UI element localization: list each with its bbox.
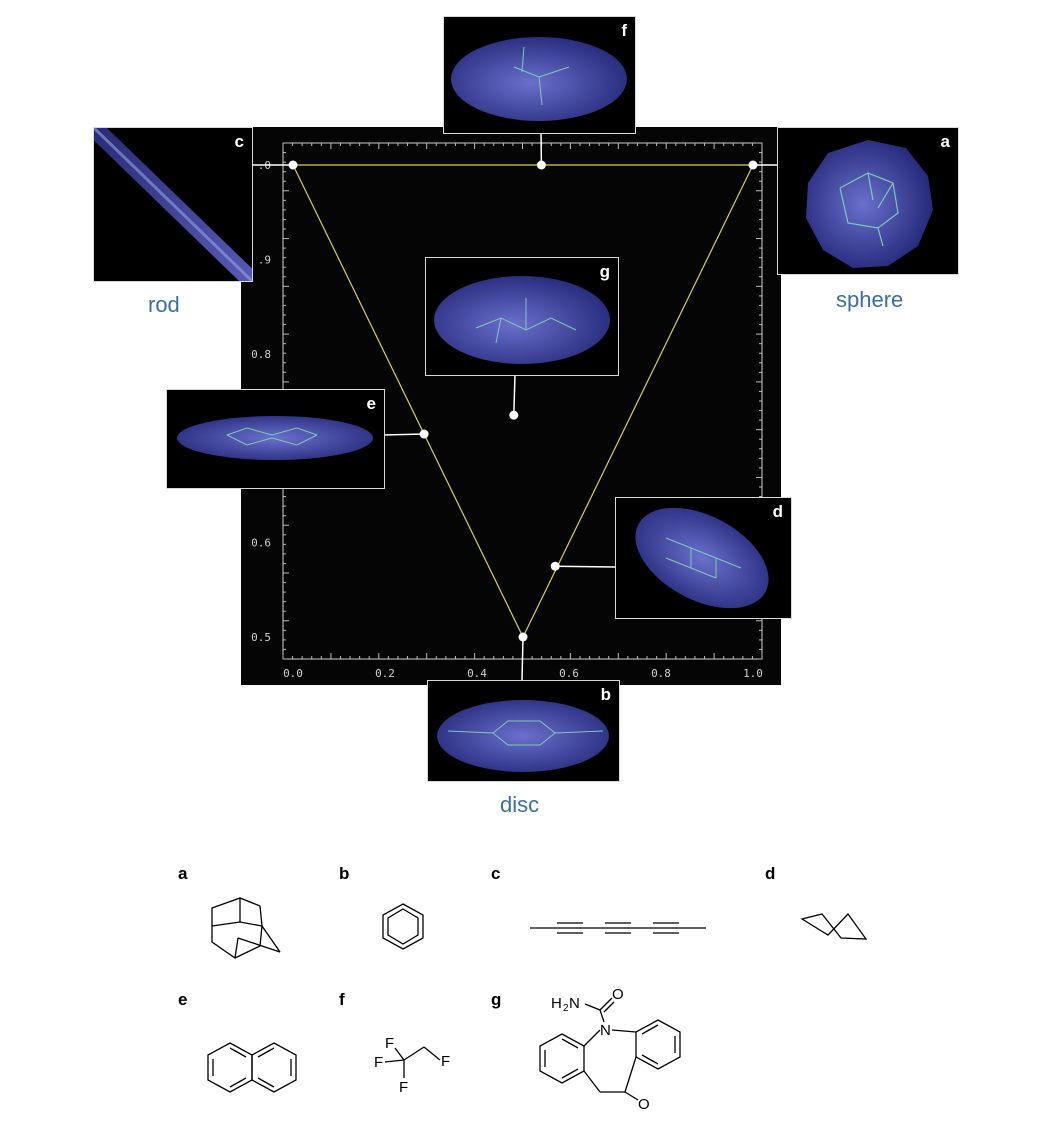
label-disc: disc	[500, 792, 540, 817]
atom-n-ring: N	[600, 1022, 611, 1039]
oxcarbazepine-structure	[539, 997, 681, 1101]
label-rod: rod	[148, 292, 180, 317]
adamantane-structure	[211, 897, 281, 959]
connector-e	[382, 433, 425, 436]
inset-label-b: b	[600, 685, 611, 704]
data-point-f	[536, 160, 546, 170]
pmi-triangle	[292, 164, 754, 639]
atom-f3: F	[399, 1079, 409, 1096]
x-tick-label: 0.8	[651, 667, 671, 680]
hexatriyne-structure	[530, 922, 706, 934]
atom-subscript-2: 2	[563, 1003, 569, 1014]
atom-o-ketone: O	[638, 1096, 650, 1113]
y-tick-label: 0.6	[251, 537, 271, 550]
struct-label-b: b	[339, 864, 350, 883]
data-point-g	[509, 410, 519, 420]
disc-ellipsoid-render	[437, 700, 609, 772]
connector-b	[521, 636, 524, 681]
connector-d	[555, 565, 616, 568]
label-sphere: sphere	[836, 287, 904, 312]
y-tick-label: .9	[258, 253, 271, 266]
struct-label-e: e	[178, 990, 188, 1009]
g-ellipsoid-render	[434, 276, 610, 364]
inset-b-disc: b	[427, 680, 620, 782]
atom-n-amide: N	[569, 995, 580, 1012]
sphere-ellipsoid-render	[806, 140, 933, 268]
data-point-d	[550, 561, 560, 571]
benzene-structure	[382, 903, 424, 950]
struct-label-a: a	[178, 864, 188, 883]
inset-label-g: g	[599, 262, 610, 281]
atom-o-amide: O	[612, 986, 624, 1003]
y-tick-label: 0.5	[251, 631, 271, 644]
struct-label-g: g	[491, 990, 502, 1009]
atom-f1: F	[385, 1035, 395, 1052]
naphthalene-structure	[207, 1042, 297, 1093]
y-tick-label: 0.8	[251, 348, 271, 361]
inset-label-e: e	[366, 394, 376, 413]
inset-label-f: f	[621, 21, 627, 40]
x-tick-label: 0.0	[283, 667, 303, 680]
d-ellipsoid-render	[635, 507, 769, 609]
e-ellipsoid-render	[177, 416, 373, 460]
inset-f: f	[443, 16, 636, 134]
x-tick-label: 0.4	[467, 667, 487, 680]
atom-f2: F	[374, 1054, 384, 1071]
x-tick-label: 0.6	[559, 667, 579, 680]
data-point-e	[419, 429, 429, 439]
inset-d: d	[615, 497, 792, 619]
trifluoropropyl-fluoride-structure	[384, 1046, 441, 1078]
inset-g: g	[425, 257, 619, 376]
inset-label-d: d	[772, 502, 783, 521]
data-point-b	[518, 632, 528, 642]
inset-label-a: a	[940, 132, 950, 151]
connector-g	[513, 373, 516, 416]
cyclohexane-structure	[800, 912, 868, 940]
inset-label-c: c	[234, 132, 244, 151]
struct-label-f: f	[339, 990, 345, 1009]
inset-e: e	[166, 389, 385, 489]
x-tick-label: 0.2	[375, 667, 395, 680]
inset-a-sphere: a	[777, 127, 959, 275]
f-ellipsoid-render	[451, 37, 627, 121]
atom-f4: F	[441, 1053, 451, 1070]
inset-c-rod: c	[93, 127, 253, 282]
data-point-a	[748, 160, 758, 170]
rod-ellipsoid-render	[94, 128, 252, 281]
x-tick-label: 1.0	[743, 667, 763, 680]
atom-h-amine: H	[551, 995, 562, 1012]
data-point-c	[288, 160, 298, 170]
struct-label-c: c	[491, 864, 501, 883]
struct-label-d: d	[765, 864, 776, 883]
